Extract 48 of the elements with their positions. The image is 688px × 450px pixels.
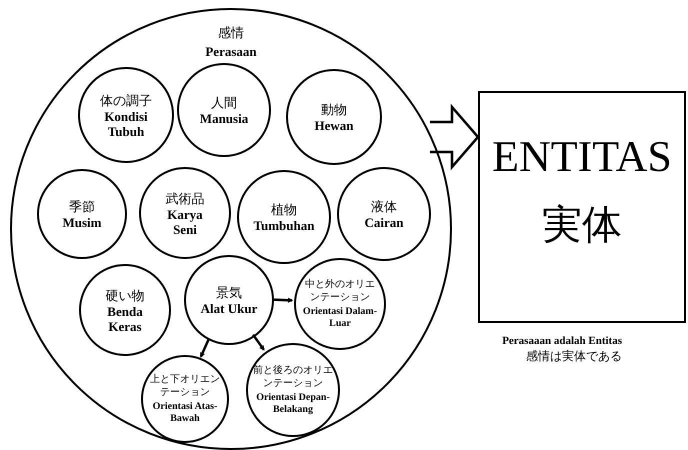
japanese-label: 季節 bbox=[69, 198, 95, 215]
arrow bbox=[200, 338, 210, 358]
japanese-label: 動物 bbox=[321, 101, 347, 118]
concept-circle bbox=[141, 355, 229, 443]
japanese-label: 武術品 bbox=[166, 190, 204, 206]
concept-circle bbox=[78, 67, 174, 163]
japanese-label: 前と後ろのオリエンテーション bbox=[253, 364, 333, 390]
category-subtitle: Perasaan bbox=[204, 44, 258, 59]
indonesian-label: Manusia bbox=[200, 111, 248, 126]
concept-circle bbox=[184, 255, 274, 345]
arrow bbox=[252, 334, 265, 350]
indonesian-label: Orientasi Dalam-Luar bbox=[302, 306, 378, 330]
caption: Perasaaan adalah Entitas bbox=[502, 334, 622, 348]
box-title: ENTITAS bbox=[492, 131, 672, 183]
concept-circle bbox=[139, 167, 231, 259]
concept-circle bbox=[286, 69, 382, 165]
indonesian-label: Orientasi Depan-Belakang bbox=[255, 392, 331, 416]
category-circle bbox=[10, 8, 452, 450]
japanese-label: 上と下オリエンテーション bbox=[149, 373, 221, 399]
japanese-label: 体の調子 bbox=[100, 92, 152, 108]
japanese-label: 景気 bbox=[216, 284, 242, 301]
japanese-label: 植物 bbox=[271, 201, 297, 218]
target-box bbox=[478, 91, 686, 323]
japanese-label: 中と外のオリエンテーション bbox=[304, 278, 376, 304]
indonesian-label: Cairan bbox=[364, 215, 404, 230]
concept-circle bbox=[79, 264, 171, 356]
indonesian-label: Alat Ukur bbox=[200, 301, 258, 316]
indonesian-label: Musim bbox=[62, 215, 102, 230]
indonesian-label: Tumbuhan bbox=[254, 218, 314, 233]
concept-circle bbox=[337, 167, 431, 261]
japanese-label: 液体 bbox=[371, 198, 397, 215]
arrow bbox=[272, 298, 293, 303]
concept-circle bbox=[37, 169, 127, 259]
caption: 感情は実体である bbox=[526, 349, 622, 364]
concept-circle bbox=[237, 170, 331, 264]
indonesian-label: Kondisi Tubuh bbox=[103, 108, 149, 138]
indonesian-label: Hewan bbox=[314, 118, 354, 133]
category-title: 感情 bbox=[217, 24, 245, 41]
japanese-label: 人間 bbox=[211, 94, 237, 111]
indonesian-label: Benda Keras bbox=[106, 304, 144, 334]
concept-circle bbox=[294, 258, 386, 350]
concept-circle bbox=[177, 63, 271, 157]
box-subtitle: 実体 bbox=[542, 201, 622, 249]
indonesian-label: Karya Seni bbox=[166, 206, 204, 236]
japanese-label: 硬い物 bbox=[106, 286, 144, 304]
indonesian-label: Orientasi Atas-Bawah bbox=[152, 401, 218, 425]
block-arrow bbox=[428, 104, 480, 170]
concept-circle bbox=[246, 343, 340, 437]
